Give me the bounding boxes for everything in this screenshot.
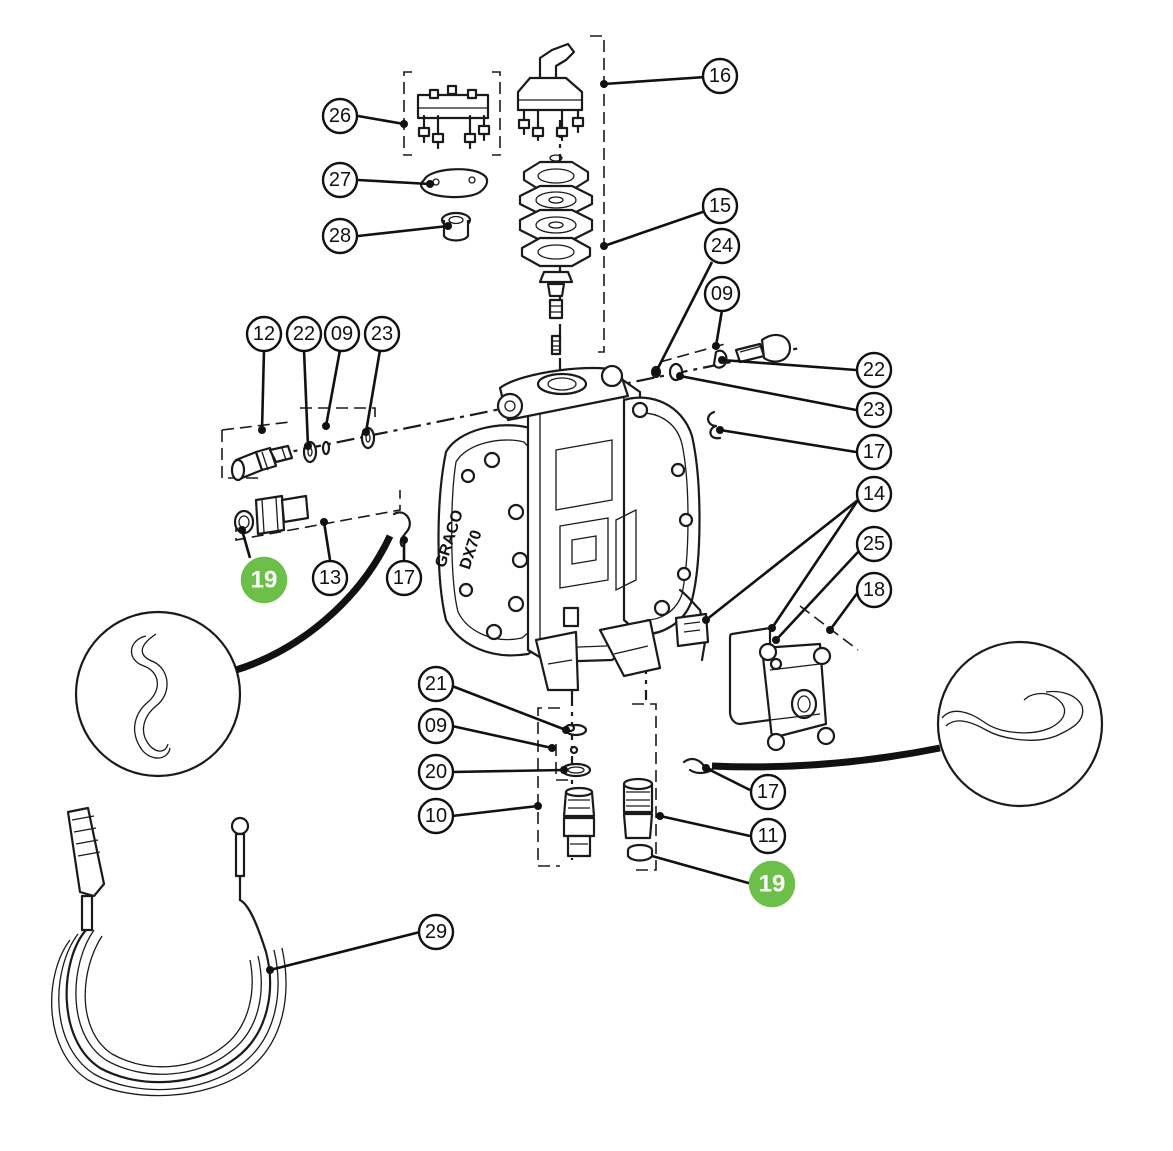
callout-20: 20 xyxy=(417,753,455,791)
part-25-manifold-gasket xyxy=(769,657,783,671)
callout-22-left: 22 xyxy=(285,315,323,353)
callout-19-lower: 19 xyxy=(748,860,796,908)
callout-22-right: 22 xyxy=(855,351,893,389)
callout-13: 13 xyxy=(311,559,349,597)
part-13-fitting xyxy=(254,494,310,536)
svg-text:18: 18 xyxy=(863,579,885,601)
callout-16: 16 xyxy=(701,57,739,95)
part-29-ground-wire xyxy=(51,806,287,1097)
callout-28: 28 xyxy=(321,217,359,255)
callout-10: 10 xyxy=(417,797,455,835)
svg-text:22: 22 xyxy=(863,359,885,381)
svg-text:23: 23 xyxy=(371,323,393,345)
callout-11: 11 xyxy=(749,817,787,855)
svg-text:14: 14 xyxy=(863,483,885,505)
callout-23-right: 23 xyxy=(855,391,893,429)
svg-text:09: 09 xyxy=(711,283,733,305)
callout-21: 21 xyxy=(417,665,455,703)
svg-text:12: 12 xyxy=(253,323,275,345)
part-10-outlet-fitting xyxy=(562,786,596,858)
part-26-cover-with-bolts xyxy=(416,84,491,150)
callout-09-lower: 09 xyxy=(417,707,455,745)
callout-12: 12 xyxy=(245,315,283,353)
callout-17-right: 17 xyxy=(855,433,893,471)
svg-text:25: 25 xyxy=(863,533,885,555)
svg-text:21: 21 xyxy=(425,673,447,695)
callout-25: 25 xyxy=(855,525,893,563)
svg-text:15: 15 xyxy=(709,195,731,217)
detail-view-left xyxy=(74,610,242,778)
callout-29: 29 xyxy=(417,913,455,951)
callout-15: 15 xyxy=(701,187,739,225)
svg-text:09: 09 xyxy=(425,715,447,737)
detail-link-left xyxy=(234,534,394,674)
callout-09-left: 09 xyxy=(323,315,361,353)
callouts: 16 26 27 15 28 24 09 12 22 09 23 22 23 1… xyxy=(240,57,893,951)
callout-17-left: 17 xyxy=(385,559,423,597)
svg-text:11: 11 xyxy=(758,825,779,847)
callout-18: 18 xyxy=(855,571,893,609)
svg-text:27: 27 xyxy=(329,169,351,191)
svg-text:09: 09 xyxy=(331,323,353,345)
part-15-valve-stack xyxy=(518,154,594,356)
svg-text:24: 24 xyxy=(711,235,733,257)
callout-27: 27 xyxy=(321,161,359,199)
part-27-gasket xyxy=(419,168,489,199)
svg-text:17: 17 xyxy=(863,441,885,463)
part-09-oring-lower xyxy=(569,745,579,755)
svg-text:20: 20 xyxy=(425,761,447,783)
callout-26: 26 xyxy=(321,97,359,135)
svg-text:19: 19 xyxy=(251,567,278,594)
svg-text:16: 16 xyxy=(709,65,731,87)
svg-text:28: 28 xyxy=(329,225,351,247)
svg-text:22: 22 xyxy=(293,323,315,345)
svg-text:29: 29 xyxy=(425,921,447,943)
callout-14: 14 xyxy=(855,475,893,513)
svg-text:26: 26 xyxy=(329,105,351,127)
part-18-manifold-block xyxy=(728,626,836,752)
svg-text:17: 17 xyxy=(393,567,415,589)
svg-text:17: 17 xyxy=(757,781,779,803)
svg-text:13: 13 xyxy=(319,567,341,589)
callout-24: 24 xyxy=(703,227,741,265)
part-17-clip-right xyxy=(707,410,722,440)
detail-view-right xyxy=(936,640,1104,808)
callout-19-left: 19 xyxy=(240,556,288,604)
part-22-washer-right xyxy=(712,333,792,369)
callout-17-lower: 17 xyxy=(749,773,787,811)
svg-text:10: 10 xyxy=(425,805,447,827)
part-19-washer-lower xyxy=(626,843,654,862)
callout-23-left: 23 xyxy=(363,315,401,353)
part-09-oring-left xyxy=(321,440,331,456)
part-11-outlet-fitting xyxy=(622,777,654,840)
part-16-air-valve-cap xyxy=(516,42,585,142)
callout-09-right: 09 xyxy=(703,275,741,313)
svg-text:19: 19 xyxy=(759,871,786,898)
part-28-plug xyxy=(440,211,472,242)
detail-link-right xyxy=(711,744,941,771)
part-12-air-inlet-fitting xyxy=(230,444,294,482)
leader-lines xyxy=(238,74,860,974)
part-14-sensor-cable xyxy=(674,588,710,662)
svg-text:23: 23 xyxy=(863,399,885,421)
pump-body: GRACO DX70 xyxy=(432,364,701,692)
